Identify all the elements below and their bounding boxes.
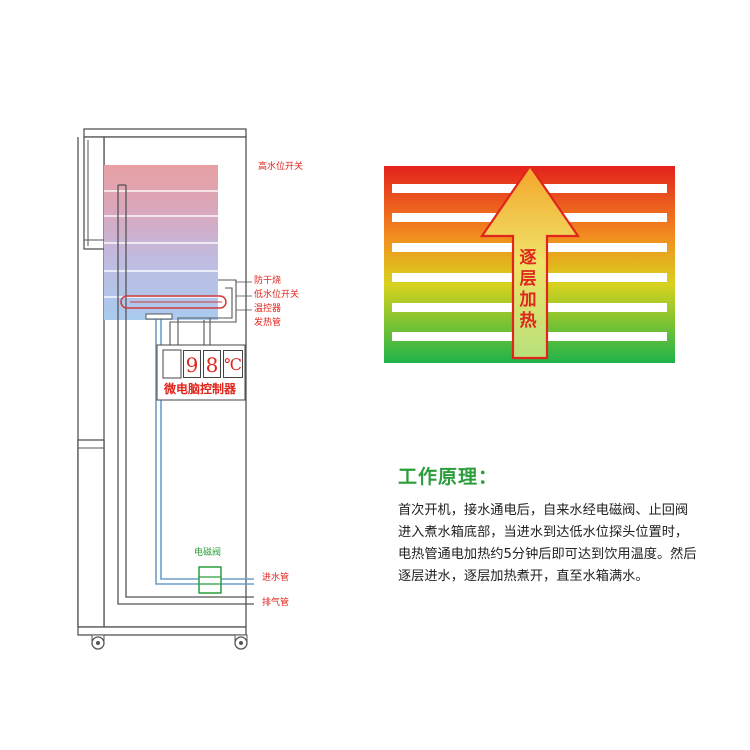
wheel-left bbox=[91, 634, 105, 650]
controller-unit: ℃ bbox=[223, 350, 243, 378]
label-exhaust-pipe: 排气管 bbox=[262, 598, 290, 608]
layered-heating-graphic bbox=[384, 166, 675, 363]
base-plate bbox=[77, 626, 247, 636]
controller-label: 微电脑控制器 bbox=[164, 382, 237, 396]
top-cap bbox=[83, 128, 247, 138]
section-title: 工作原理： bbox=[398, 466, 499, 488]
label-low-level-switch: 低水位开关 bbox=[254, 290, 300, 300]
controller-digit-2: 8 bbox=[203, 350, 221, 378]
controller-digit-1: 9 bbox=[183, 350, 201, 378]
wheel-right bbox=[234, 634, 248, 650]
heating-tube-element bbox=[120, 295, 227, 309]
heating-arrow-label: 逐层加热 bbox=[519, 248, 537, 331]
heating-arrow bbox=[479, 166, 581, 360]
label-dry-burn-protection: 防干烧 bbox=[254, 276, 282, 286]
label-solenoid-valve: 电磁阀 bbox=[194, 548, 222, 558]
label-heating-tube: 发热管 bbox=[254, 318, 282, 328]
solenoid-valve-body bbox=[198, 566, 222, 594]
label-high-level-switch: 高水位开关 bbox=[258, 162, 304, 172]
side-panel-lower bbox=[77, 439, 105, 628]
label-thermostat: 温控器 bbox=[254, 304, 282, 314]
side-panel-upper bbox=[83, 136, 105, 250]
principle-description: 首次开机，接水通电后，自来水经电磁阀、止回阀进入煮水箱底部，当进水到达低水位探头… bbox=[398, 503, 697, 584]
exhaust-pipe-line bbox=[117, 185, 254, 605]
label-inlet-pipe: 进水管 bbox=[262, 573, 290, 583]
